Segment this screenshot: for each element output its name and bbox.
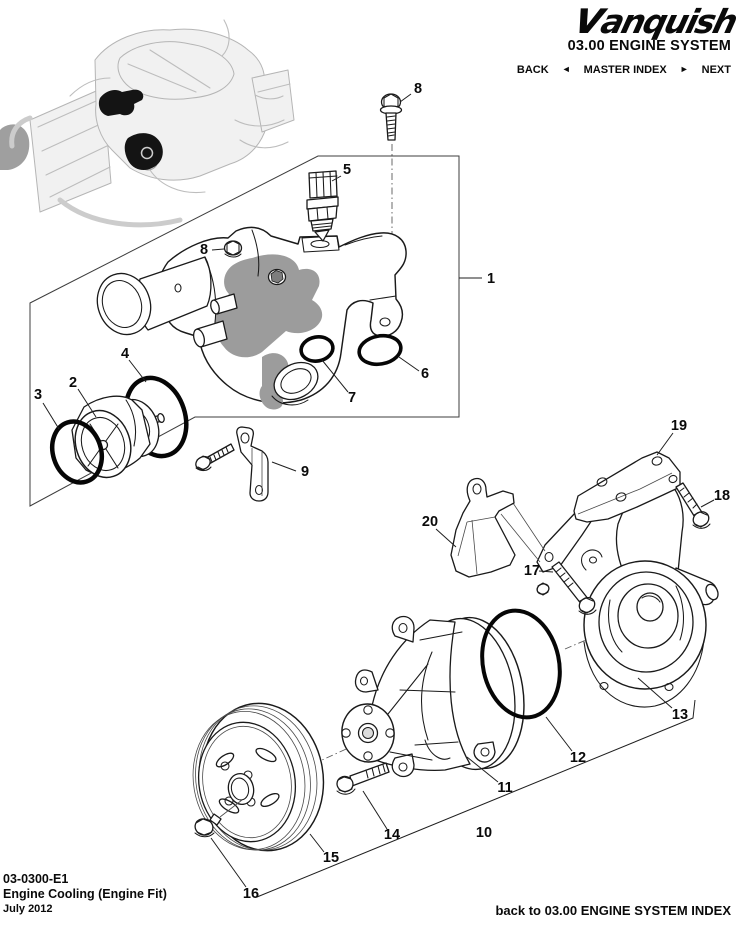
callout-18: 18 bbox=[714, 488, 730, 504]
callout-10: 10 bbox=[476, 825, 492, 841]
system-index-link[interactable]: back to 03.00 ENGINE SYSTEM INDEX bbox=[495, 903, 731, 918]
document-info: 03-0300-E1 Engine Cooling (Engine Fit) J… bbox=[3, 872, 167, 917]
bolt-part14 bbox=[336, 762, 390, 795]
o-ring-part7 bbox=[299, 335, 335, 363]
leader-lines bbox=[42, 93, 715, 898]
callout-6: 6 bbox=[421, 366, 429, 382]
thermostat-part2-group bbox=[49, 375, 189, 485]
bolt-part16 bbox=[194, 799, 243, 838]
bolt-8-part8 bbox=[379, 93, 403, 141]
callout-16: 16 bbox=[243, 886, 259, 902]
nav-bar: BACK ◄ MASTER INDEX ► NEXT bbox=[517, 64, 731, 76]
thermostat-housing-part1 bbox=[96, 226, 407, 410]
callout-13: 13 bbox=[672, 707, 688, 723]
callout-17: 17 bbox=[524, 563, 540, 579]
o-ring-part3 bbox=[49, 419, 105, 485]
o-ring-part12 bbox=[480, 608, 562, 720]
callout-9: 9 bbox=[301, 464, 309, 480]
master-index-link[interactable]: MASTER INDEX bbox=[583, 64, 667, 76]
callout-1: 1 bbox=[487, 271, 495, 287]
next-arrow-icon[interactable]: ► bbox=[679, 64, 689, 74]
callout-20: 20 bbox=[422, 514, 438, 530]
bracket-part20 bbox=[450, 477, 546, 578]
pump-housing-part13 bbox=[536, 451, 719, 708]
callout-11: 11 bbox=[497, 780, 512, 796]
callout-2: 2 bbox=[69, 375, 77, 391]
callout-12: 12 bbox=[570, 750, 586, 766]
callout-8-housing: 8 bbox=[200, 242, 208, 258]
callout-8-bolt: 8 bbox=[414, 81, 422, 97]
back-link[interactable]: BACK bbox=[516, 64, 549, 76]
bolt-part18 bbox=[675, 482, 711, 529]
back-arrow-icon[interactable]: ◄ bbox=[561, 64, 571, 74]
next-link[interactable]: NEXT bbox=[701, 64, 731, 76]
bracket-part9-group bbox=[195, 426, 269, 502]
callout-19: 19 bbox=[671, 418, 687, 434]
document-title: Engine Cooling (Engine Fit) bbox=[3, 887, 167, 901]
pulley-part15 bbox=[192, 702, 325, 852]
callout-14: 14 bbox=[384, 827, 400, 843]
callout-4: 4 bbox=[121, 346, 129, 362]
assembly-1-boundary bbox=[29, 155, 460, 507]
document-date: July 2012 bbox=[3, 903, 53, 915]
callout-3: 3 bbox=[34, 387, 42, 403]
bolt-part17 bbox=[536, 561, 597, 615]
engine-locator-thumbnail bbox=[0, 19, 295, 228]
callout-7: 7 bbox=[348, 390, 356, 406]
o-ring-part6 bbox=[357, 333, 403, 367]
document-number: 03-0300-E1 bbox=[3, 872, 69, 886]
temperature-sensor-part5 bbox=[306, 170, 339, 242]
callout-5: 5 bbox=[343, 162, 351, 178]
page-title: 03.00 ENGINE SYSTEM bbox=[567, 38, 731, 54]
water-pump-part11 bbox=[341, 615, 525, 778]
callout-15: 15 bbox=[323, 850, 339, 866]
bolt-8-on-housing bbox=[223, 240, 243, 258]
